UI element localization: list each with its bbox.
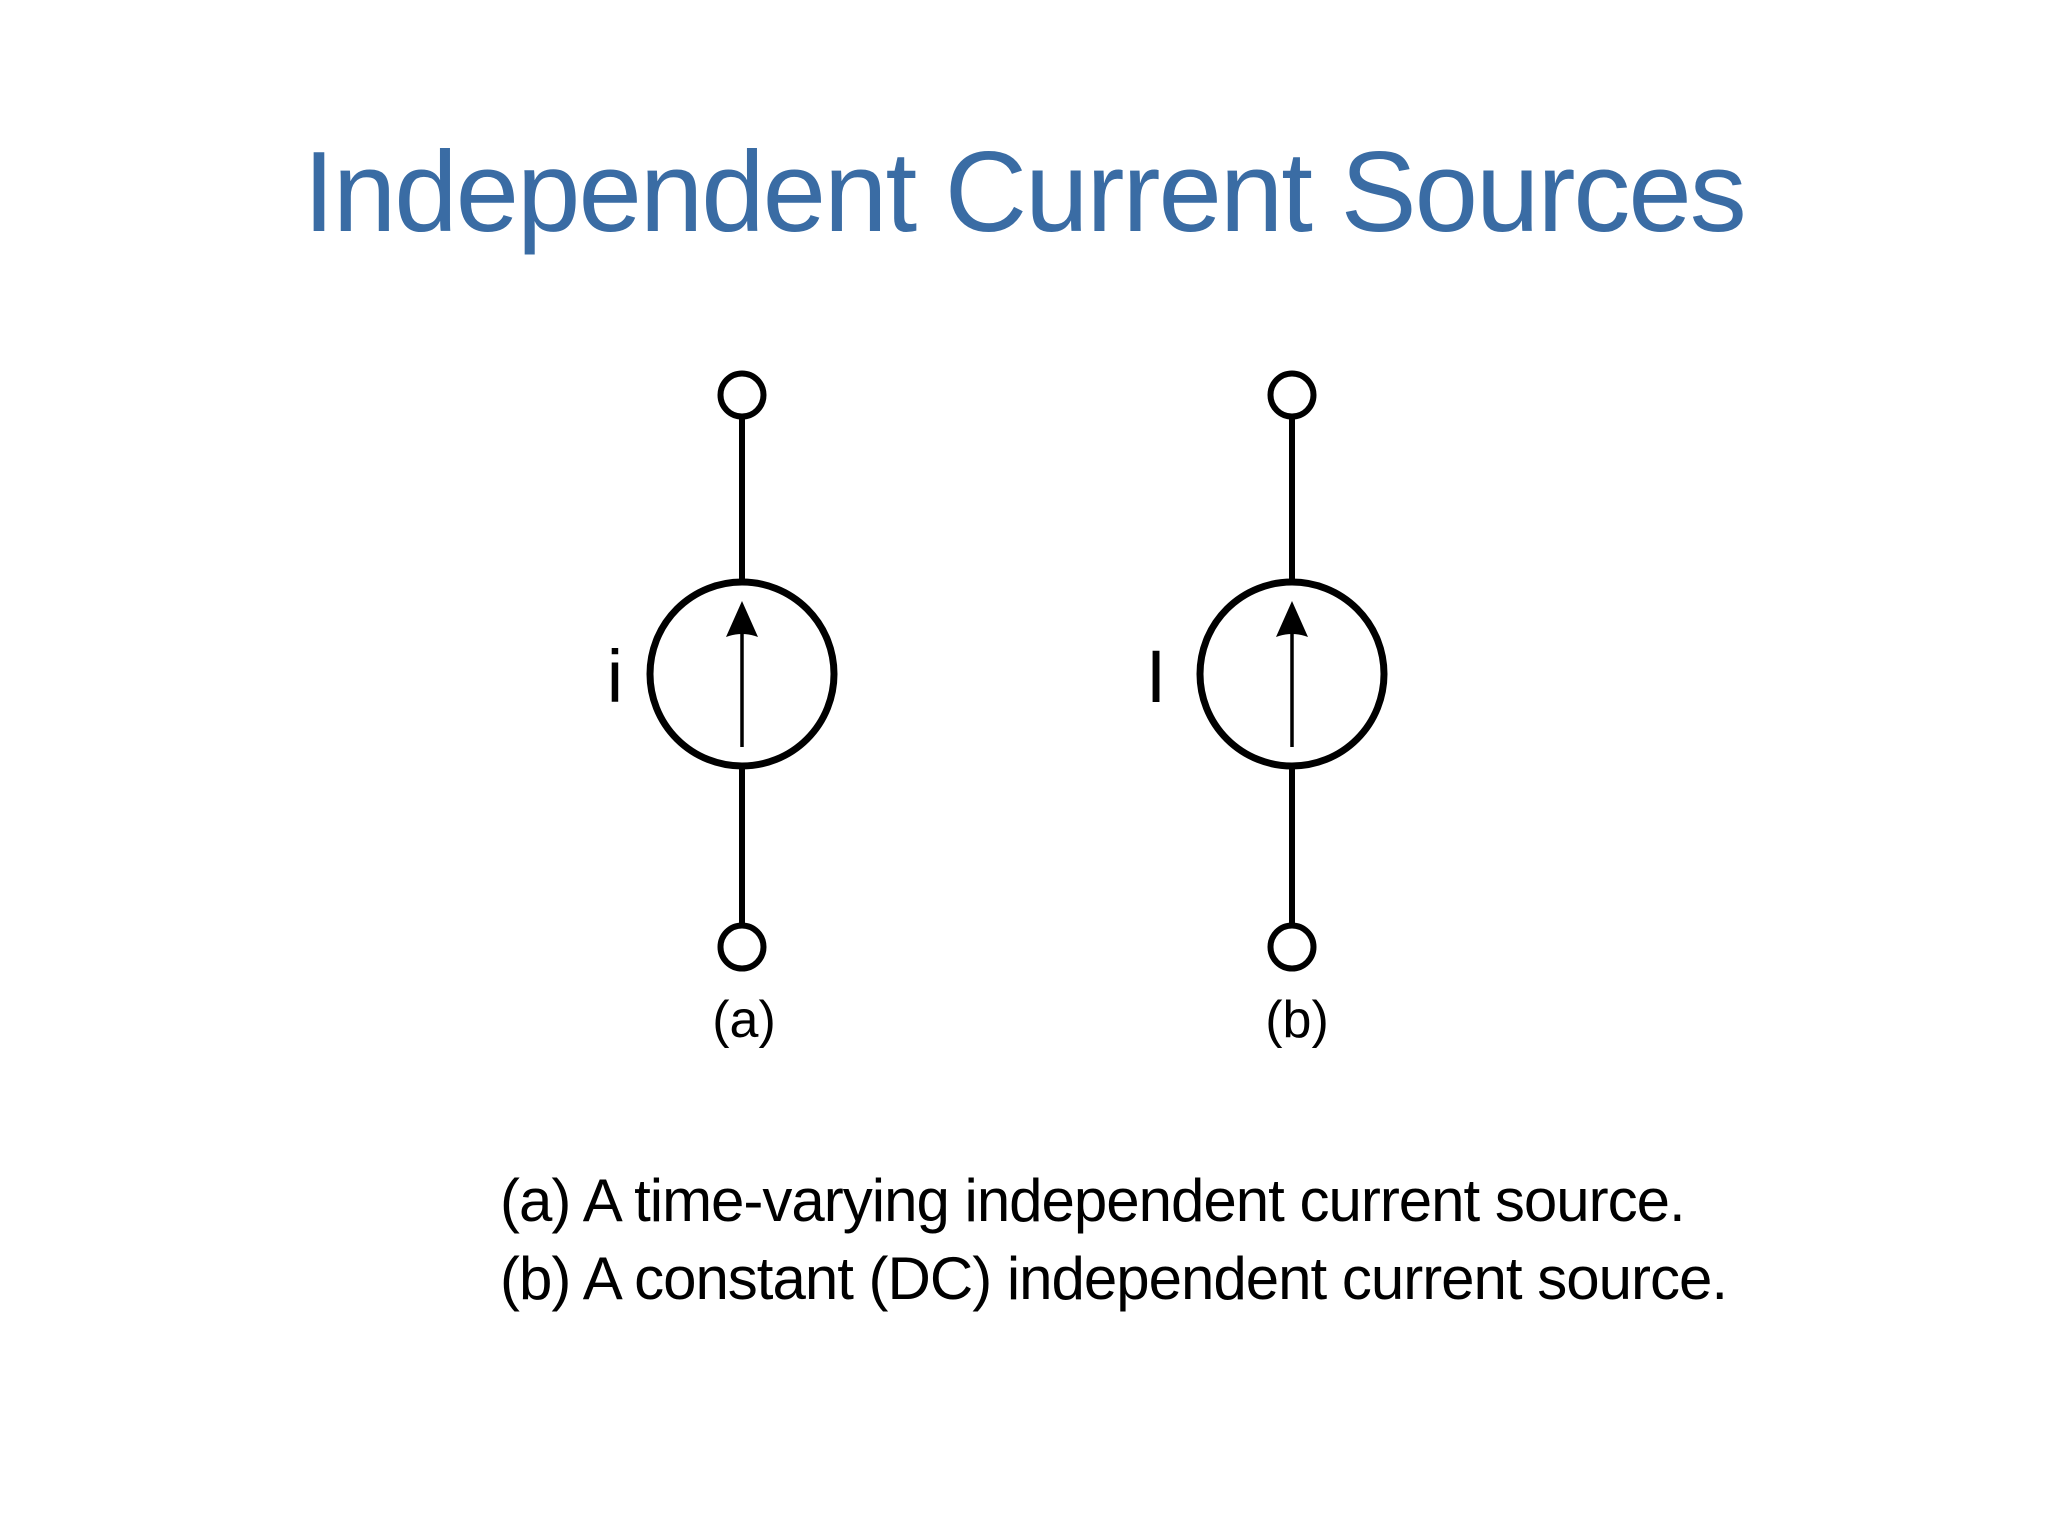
caption-line-2: (b) A constant (DC) independent current …: [500, 1245, 1728, 1312]
terminal-top-icon: [717, 370, 767, 420]
figure-label-a: (a): [712, 991, 776, 1049]
terminal-bottom-icon: [717, 922, 767, 972]
current-label-b: I: [1145, 635, 1167, 718]
figure-label-b: (b): [1265, 991, 1329, 1049]
current-label-a: i: [606, 635, 624, 718]
page-title: Independent Current Sources: [303, 129, 1747, 256]
terminal-bottom-icon: [1267, 922, 1317, 972]
current-source-icon-b: [1196, 370, 1388, 972]
current-source-icon-a: [646, 370, 838, 972]
caption-line-1: (a) A time-varying independent current s…: [500, 1167, 1686, 1234]
current-arrow-head: [726, 601, 758, 637]
figure-caption: (a) A time-varying independent current s…: [500, 1162, 1728, 1318]
current-arrow-head: [1276, 601, 1308, 637]
terminal-top-icon: [1267, 370, 1317, 420]
